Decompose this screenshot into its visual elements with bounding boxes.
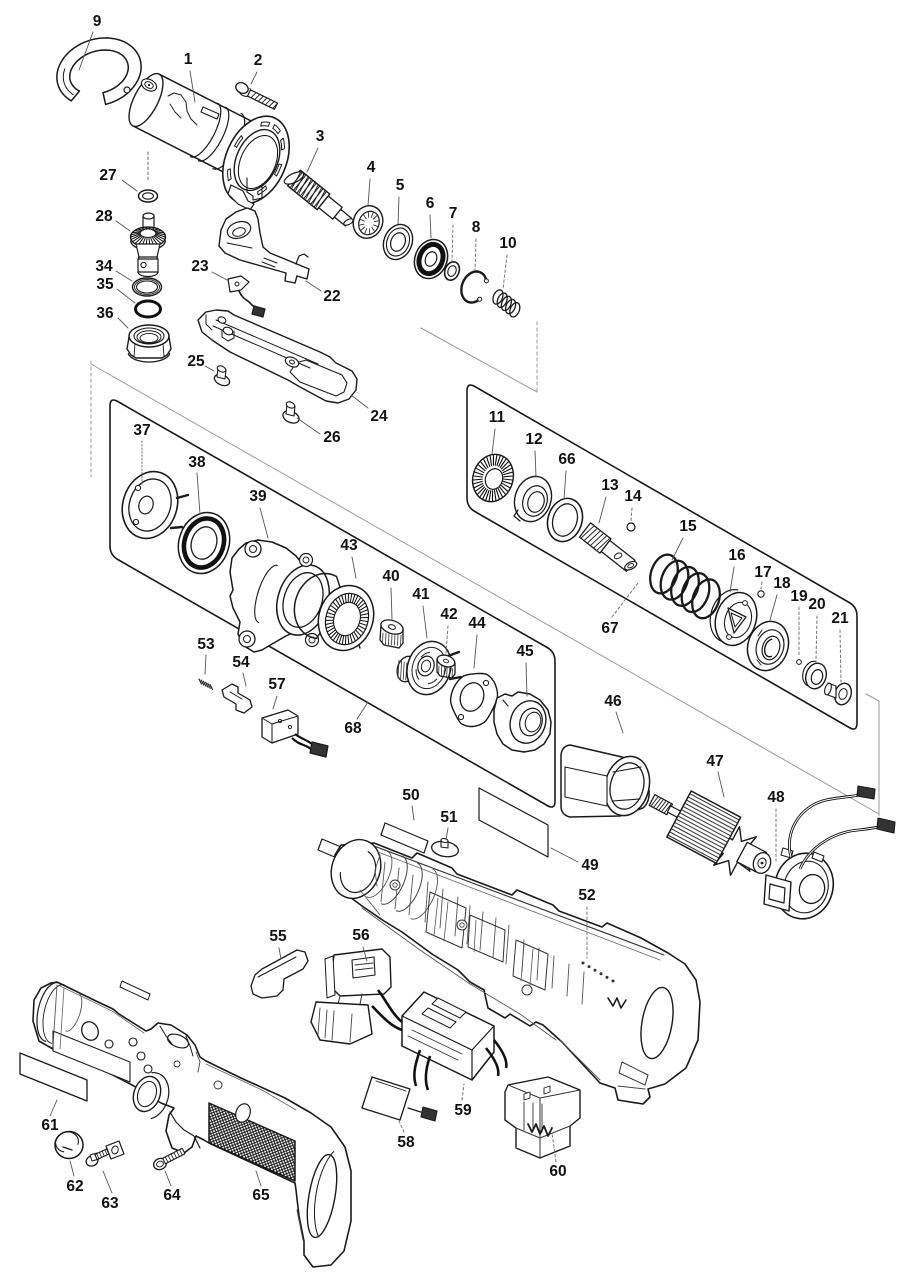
svg-text:17: 17 — [754, 564, 771, 581]
svg-text:53: 53 — [197, 636, 215, 653]
svg-text:50: 50 — [402, 787, 419, 804]
svg-text:63: 63 — [101, 1195, 119, 1212]
svg-text:42: 42 — [440, 606, 457, 623]
svg-text:13: 13 — [601, 477, 619, 494]
svg-text:47: 47 — [706, 753, 723, 770]
svg-text:9: 9 — [93, 13, 102, 30]
svg-text:44: 44 — [468, 615, 486, 632]
svg-text:18: 18 — [773, 575, 791, 592]
svg-text:43: 43 — [340, 537, 358, 554]
svg-text:48: 48 — [767, 789, 785, 806]
svg-text:14: 14 — [624, 488, 642, 505]
svg-text:24: 24 — [370, 408, 388, 425]
svg-text:49: 49 — [581, 857, 599, 874]
svg-text:7: 7 — [449, 205, 458, 222]
svg-text:34: 34 — [95, 258, 113, 275]
svg-text:56: 56 — [352, 927, 370, 944]
svg-text:4: 4 — [367, 159, 376, 176]
svg-text:12: 12 — [525, 431, 542, 448]
svg-text:64: 64 — [163, 1187, 181, 1204]
svg-text:61: 61 — [41, 1117, 59, 1134]
svg-text:68: 68 — [344, 720, 362, 737]
svg-text:23: 23 — [191, 258, 209, 275]
svg-text:59: 59 — [454, 1102, 472, 1119]
svg-text:1: 1 — [184, 51, 193, 68]
svg-text:26: 26 — [323, 429, 341, 446]
svg-text:54: 54 — [232, 654, 250, 671]
svg-text:36: 36 — [96, 305, 114, 322]
svg-text:58: 58 — [397, 1134, 415, 1151]
svg-text:60: 60 — [549, 1163, 566, 1180]
svg-text:25: 25 — [187, 353, 205, 370]
svg-text:52: 52 — [578, 887, 595, 904]
svg-text:22: 22 — [323, 288, 340, 305]
svg-text:65: 65 — [252, 1187, 270, 1204]
svg-text:45: 45 — [516, 643, 534, 660]
svg-text:10: 10 — [499, 235, 516, 252]
svg-text:67: 67 — [601, 620, 618, 637]
svg-text:37: 37 — [133, 422, 150, 439]
svg-text:20: 20 — [808, 596, 825, 613]
svg-text:35: 35 — [96, 276, 114, 293]
svg-text:16: 16 — [728, 547, 746, 564]
svg-text:62: 62 — [66, 1178, 83, 1195]
svg-text:5: 5 — [396, 177, 405, 194]
svg-text:11: 11 — [489, 409, 506, 426]
svg-text:6: 6 — [426, 195, 435, 212]
svg-text:2: 2 — [254, 52, 263, 69]
svg-text:3: 3 — [316, 128, 325, 145]
svg-text:40: 40 — [382, 568, 399, 585]
svg-text:46: 46 — [604, 693, 622, 710]
svg-text:8: 8 — [472, 219, 481, 236]
svg-text:27: 27 — [99, 167, 116, 184]
svg-text:19: 19 — [790, 588, 808, 605]
svg-text:57: 57 — [268, 676, 285, 693]
svg-text:21: 21 — [831, 610, 849, 627]
svg-text:39: 39 — [249, 488, 267, 505]
svg-text:28: 28 — [95, 208, 113, 225]
svg-text:38: 38 — [188, 454, 206, 471]
svg-text:15: 15 — [679, 518, 697, 535]
svg-text:41: 41 — [412, 586, 430, 603]
svg-text:66: 66 — [558, 451, 576, 468]
svg-text:51: 51 — [440, 809, 458, 826]
svg-text:55: 55 — [269, 928, 287, 945]
